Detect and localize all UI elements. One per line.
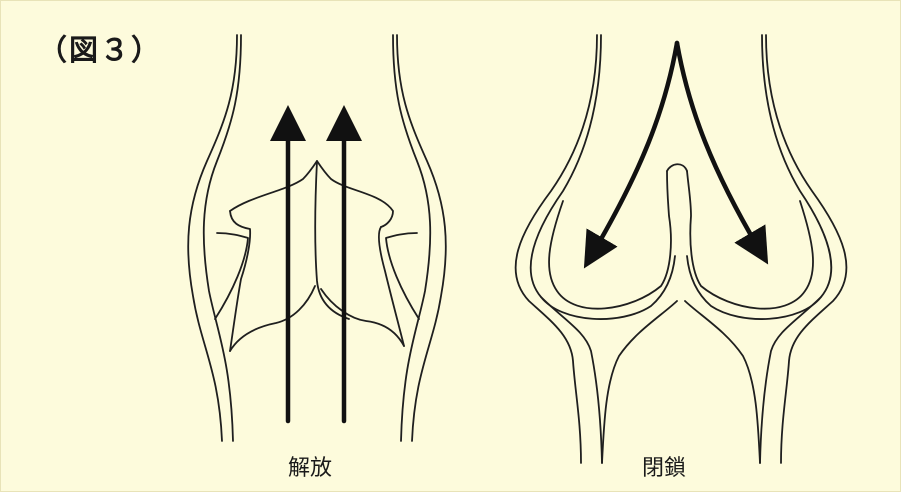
open-valve: [188, 35, 446, 441]
closed-right-cusp: [687, 171, 813, 309]
open-caption: 解放: [288, 450, 332, 482]
closed-left-wall-outer: [516, 35, 597, 463]
closed-backflow-arrow-left: [593, 43, 677, 253]
closed-septum-right: [685, 301, 760, 463]
closed-left-cusp-inner: [541, 256, 675, 319]
open-leaflet-outline: [230, 161, 393, 227]
closed-right-wall-inner: [760, 35, 831, 463]
closed-right-cusp-inner: [687, 256, 821, 319]
open-left-wall-outer: [188, 35, 237, 441]
closed-right-wall-outer: [766, 35, 846, 463]
closed-left-cusp: [549, 171, 671, 309]
open-right-sinus: [386, 233, 419, 319]
closed-commissure: [667, 164, 687, 171]
closed-backflow-arrow-right: [677, 43, 759, 249]
closed-septum-left: [602, 301, 677, 463]
open-right-wall-inner: [393, 35, 430, 441]
open-left-sinus: [215, 233, 248, 319]
open-right-wall-outer: [397, 35, 446, 441]
closed-caption: 閉鎖: [642, 450, 686, 482]
open-left-wall-inner: [204, 35, 241, 441]
open-leaflet-left-edge: [230, 211, 250, 351]
open-leaflet-bottom-left: [230, 286, 315, 351]
closed-valve: [516, 35, 847, 463]
